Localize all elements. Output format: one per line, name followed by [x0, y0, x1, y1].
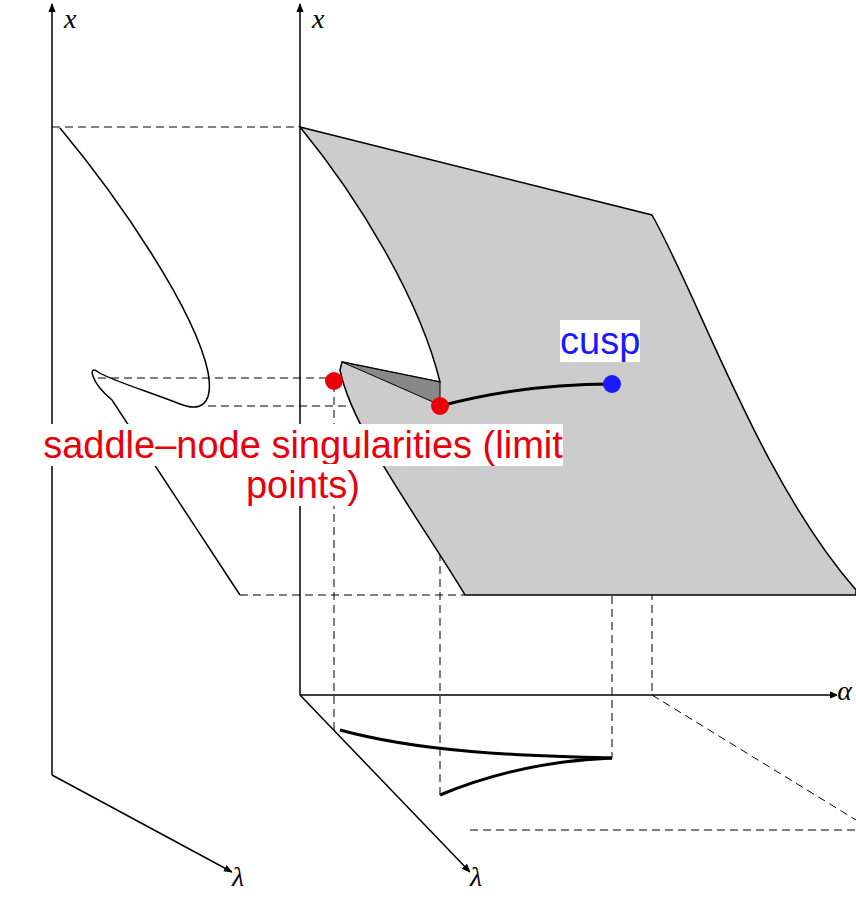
cusp-surface	[300, 127, 856, 595]
saddle-node-point	[325, 372, 343, 390]
label-text: λ	[470, 861, 482, 892]
alpha-axis	[300, 694, 838, 696]
x-axis	[299, 4, 301, 695]
label-text: cusp	[560, 320, 640, 362]
fold-curve	[440, 384, 612, 406]
saddle-node-point	[431, 397, 449, 415]
cusp-label: cusp	[560, 322, 640, 362]
lambda-axis	[300, 695, 470, 872]
cusp-projection	[340, 730, 612, 758]
label-text: x	[312, 3, 324, 34]
bifurcation-curve	[60, 128, 240, 595]
cusp-projection	[440, 758, 612, 795]
singularity-label: saddle–node singularities (limit points)	[8, 426, 598, 506]
label-text: x	[64, 3, 76, 34]
axis-label: x	[312, 4, 324, 33]
axis-label: λ	[232, 862, 244, 891]
lambda-axis	[52, 775, 232, 872]
fold-underside	[342, 362, 440, 405]
cusp-point	[603, 375, 621, 393]
label-text: α	[837, 675, 852, 706]
axis-label: α	[837, 676, 852, 705]
label-text: saddle–node singularities (limit points)	[43, 424, 563, 506]
axis-label: x	[64, 4, 76, 33]
axis-label: λ	[470, 862, 482, 891]
label-text: λ	[232, 861, 244, 892]
x-axis	[51, 4, 53, 775]
